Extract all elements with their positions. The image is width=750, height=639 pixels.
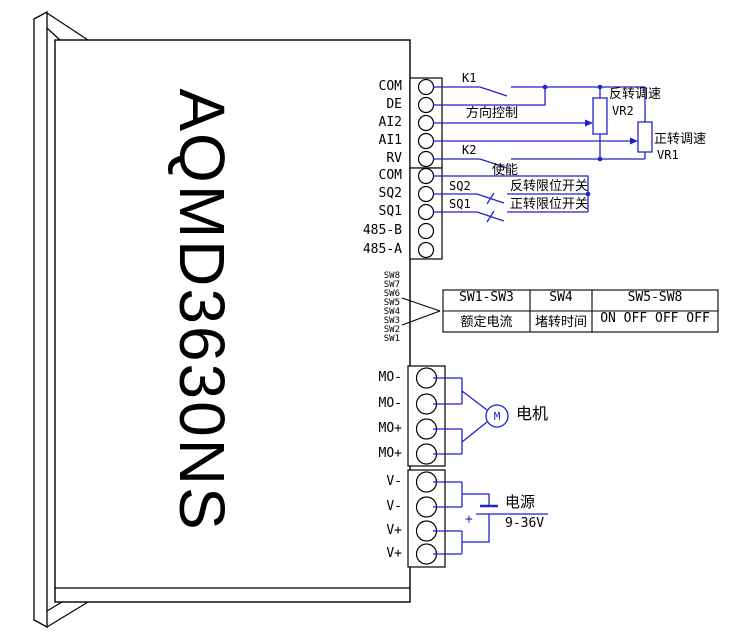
vr1-label: VR1 [657,148,679,162]
junction-dot [597,84,603,90]
terminal-label-485b: 485-B [362,223,402,238]
dip-label-sw4: SW4 [383,307,400,317]
vr1-potentiometer [637,121,653,153]
battery-plus-sign: + [465,512,473,527]
terminal-label-de: DE [386,97,402,112]
terminal-label-com2: COM [378,168,402,183]
terminal-label-ai2: AI2 [378,115,402,130]
dip-label-sw1: SW1 [383,334,400,344]
terminal-label-sq2: SQ2 [378,186,402,201]
terminal-label-rv: RV [386,151,402,166]
power-supply-label: 电源 [505,493,536,511]
power-voltage-label: 9-36V [505,516,545,531]
dip-table-header-sw5-sw8: SW5-SW8 [627,290,683,305]
dip-label-sw8: SW8 [383,271,400,281]
junction-dot [585,191,591,197]
terminal-label-485a: 485-A [362,242,402,257]
motor-m-symbol: M [493,410,501,423]
dip-table-value-current: 额定电流 [460,315,513,330]
sq1-function-label: 正转限位开关 [510,197,589,212]
k2-function-label: 使能 [492,163,519,178]
heatsink-plate [33,10,48,629]
dip-label-sw2: SW2 [383,325,400,335]
sq2-switch-label: SQ2 [449,179,471,193]
dip-pointer-lines [401,297,441,326]
motor-symbol [485,404,509,428]
sq2-function-label: 反转限位开关 [510,179,589,194]
rv-rail-wire [433,134,646,160]
junction-dot [597,156,603,162]
dip-table-value-onoff: ON OFF OFF OFF [600,311,710,326]
motor-label: 电机 [516,404,549,423]
dip-label-sw7: SW7 [383,280,400,290]
dip-table-header-sw1-sw3: SW1-SW3 [459,290,514,305]
controller-body [54,39,411,603]
k2-switch-blade [479,158,508,169]
terminal-label-sq1: SQ1 [378,204,402,219]
k1-label: K1 [462,71,477,85]
junction-dot [542,84,548,90]
dip-table-grid [442,289,719,333]
vr2-potentiometer [592,97,608,135]
terminal-screws-large [415,367,438,565]
dip-table-header-sw4: SW4 [549,290,573,305]
motor-wires [433,377,488,455]
sq1-switch-blade [476,210,505,223]
dip-label-sw5: SW5 [383,298,400,308]
terminal-label-v-minus-1: V- [386,474,402,489]
vr1-wiper-arrow-icon [630,137,638,145]
terminal-label-v-plus-1: V+ [386,523,402,538]
k1-function-label: 方向控制 [466,106,519,121]
sq2-switch-blade [476,192,505,205]
dip-label-sw3: SW3 [383,316,400,326]
dip-label-sw6: SW6 [383,289,400,299]
vr2-wiper-arrow-icon [585,119,593,127]
bottom-chamfer-lines [46,601,89,628]
power-wires [433,481,490,555]
k1-switch-blade [479,86,508,97]
device-model: AQMD3630NS [166,88,238,532]
terminal-label-mo-minus-2: MO- [378,396,402,411]
terminal-label-mo-minus-1: MO- [378,370,402,385]
terminal-label-mo-plus-2: MO+ [378,446,402,461]
terminal-label-ai1: AI1 [378,133,402,148]
vr2-label: VR2 [612,104,634,118]
de-wire [433,87,546,106]
terminal-label-com: COM [378,79,402,94]
terminal-label-mo-plus-1: MO+ [378,421,402,436]
top-chamfer-lines [46,12,89,41]
vr2-function-label: 反转调速 [609,87,662,102]
sq1-switch-label: SQ1 [449,197,471,211]
terminal-label-v-plus-2: V+ [386,546,402,561]
com2-wire [433,175,589,212]
com-rail-wire [433,86,646,122]
terminal-label-v-minus-2: V- [386,499,402,514]
vr1-function-label: 正转调速 [654,132,707,147]
dip-table-value-stall: 堵转时间 [534,315,587,330]
k2-label: K2 [462,143,477,157]
